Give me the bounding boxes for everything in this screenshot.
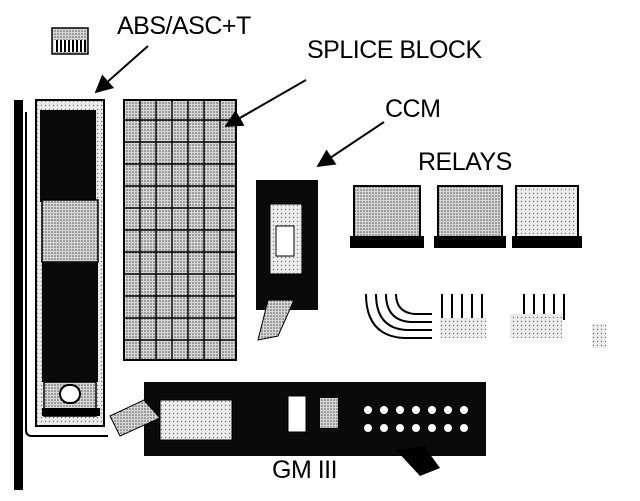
abs-asc-t-label: ABS/ASC+T <box>117 12 251 40</box>
relay-wire-harnesses <box>365 293 565 339</box>
arrow-abs <box>94 45 149 94</box>
gm-iii-label: GM III <box>272 456 338 484</box>
arrow-splice-block <box>224 79 307 127</box>
relays-label: RELAYS <box>418 148 512 176</box>
harness-shading <box>440 314 606 348</box>
relay-1 <box>350 185 424 248</box>
splice-block <box>123 99 237 361</box>
leader-arrows <box>94 45 385 167</box>
splice-block-label: SPLICE BLOCK <box>307 36 482 64</box>
ccm-label: CCM <box>385 95 441 123</box>
arrow-ccm <box>316 121 385 167</box>
relay-2 <box>434 185 506 248</box>
ccm-module <box>256 180 318 341</box>
abs-asc-t-module <box>14 99 108 490</box>
relay-3 <box>512 185 582 248</box>
abs-connector-icon <box>51 27 89 55</box>
gm-iii-connector <box>109 382 486 476</box>
